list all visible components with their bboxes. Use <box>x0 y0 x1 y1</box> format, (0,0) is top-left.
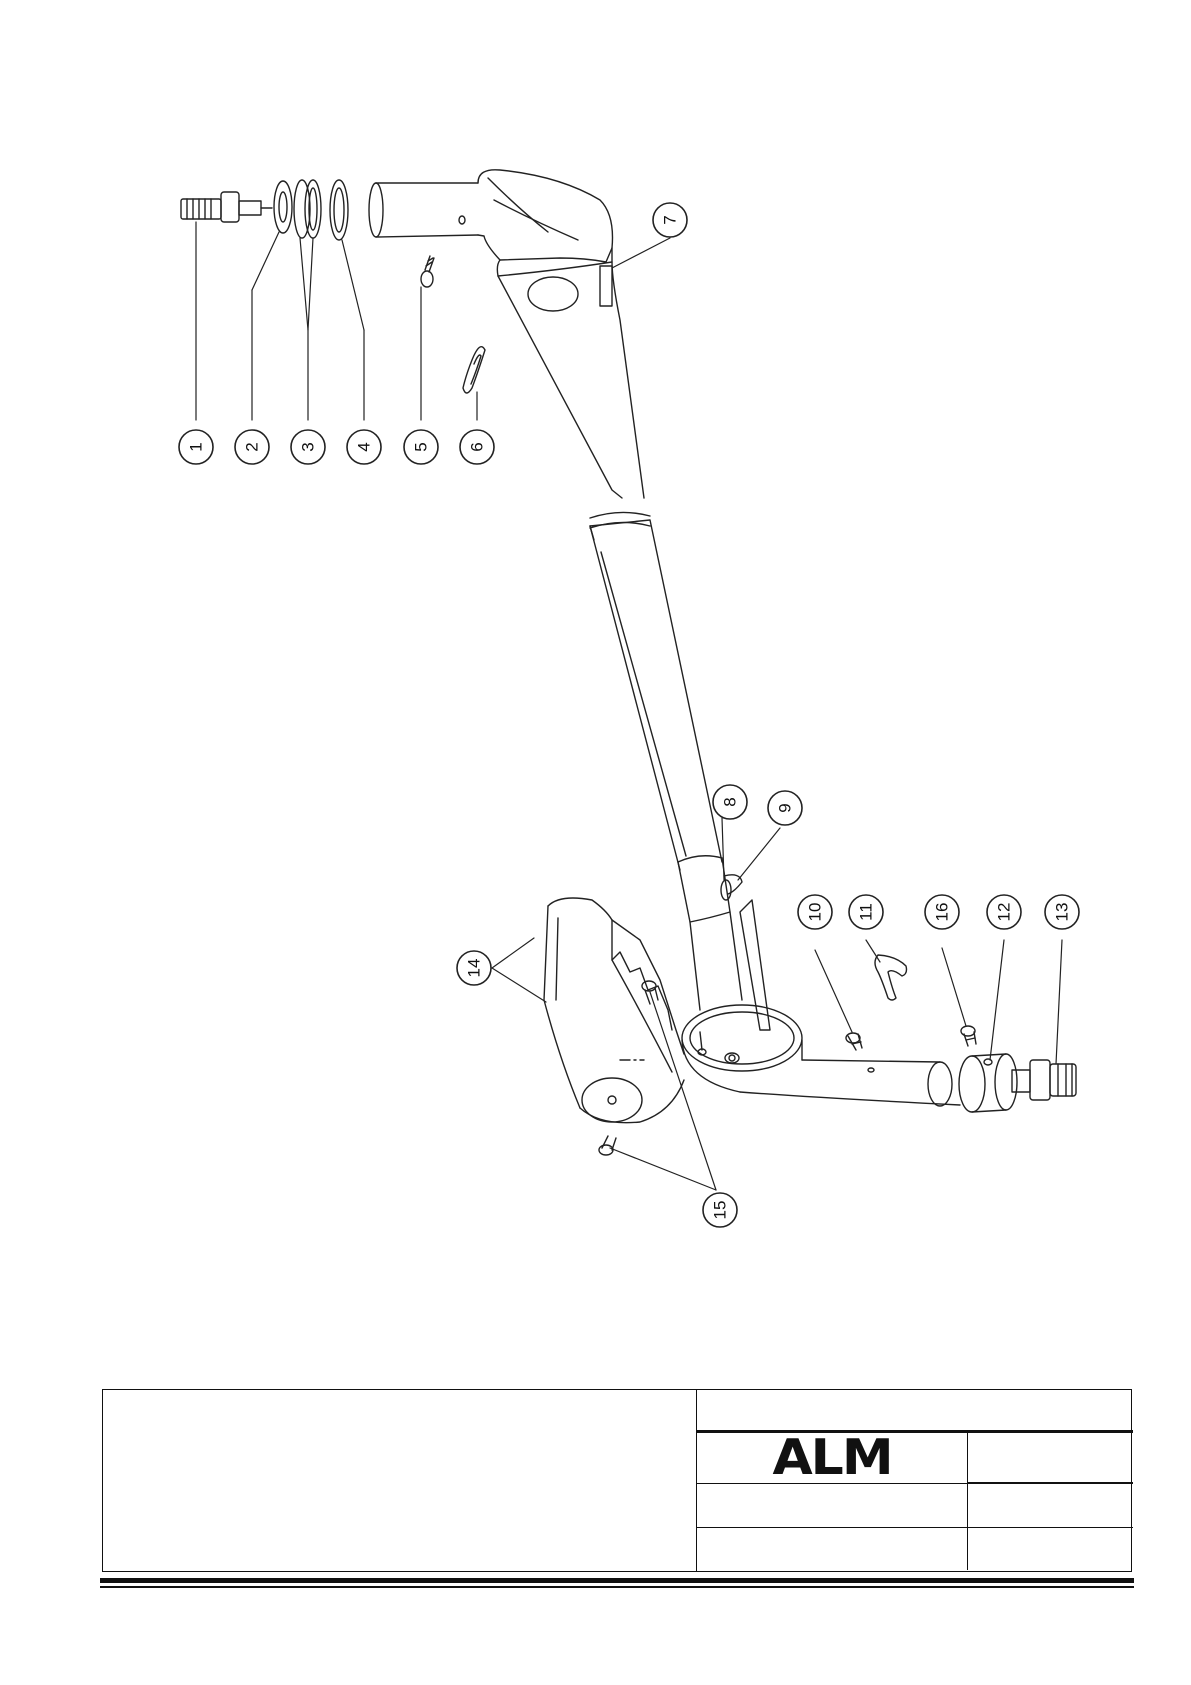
callout-5: 5 <box>412 442 431 451</box>
callout-13: 13 <box>1053 903 1072 922</box>
callout-8: 8 <box>721 797 740 806</box>
callout-16: 16 <box>933 903 952 922</box>
callout-12: 12 <box>995 903 1014 922</box>
footer-rule-thick <box>100 1578 1134 1583</box>
part-2-ring <box>274 181 292 233</box>
title-block-cell-row2-left <box>697 1483 967 1528</box>
part-5-screw <box>421 256 434 287</box>
callout-circles <box>179 203 1079 1227</box>
callout-2: 2 <box>243 442 262 451</box>
callout-6: 6 <box>468 442 487 451</box>
coupling-sleeve <box>678 856 770 1030</box>
title-block-cell-row3-right <box>967 1528 1133 1570</box>
title-block-description-area <box>103 1390 697 1571</box>
part-4-washer <box>330 180 348 240</box>
title-block-cell-row3-left <box>697 1528 967 1570</box>
callout-15: 15 <box>711 1201 730 1220</box>
callout-7: 7 <box>661 215 680 224</box>
callout-10: 10 <box>806 903 825 922</box>
callout-labels: 1 2 3 4 5 6 7 8 9 10 11 16 12 13 14 15 <box>187 215 1072 1219</box>
title-block-cell-row2-right <box>967 1483 1133 1528</box>
alm-logo-text: ALM <box>772 1433 891 1482</box>
title-block-cell-ref <box>967 1433 1133 1483</box>
part-6-loop <box>463 347 485 393</box>
part-14-cover <box>544 898 684 1123</box>
part-16-screw <box>961 1026 976 1046</box>
callout-11: 11 <box>857 903 876 921</box>
callout-9: 9 <box>776 803 795 812</box>
callout-4: 4 <box>355 442 374 451</box>
part-10-screw <box>846 1033 862 1050</box>
callout-3: 3 <box>299 442 318 451</box>
leader-lines <box>196 222 1062 1190</box>
callout-1: 1 <box>187 442 206 451</box>
shaft-tube <box>590 520 722 870</box>
part-15-screws <box>599 981 658 1155</box>
base-assembly <box>682 1005 960 1106</box>
exploded-parts-diagram: 1 2 3 4 5 6 7 8 9 10 11 16 12 13 14 15 <box>0 0 1191 1300</box>
footer-rule-thin <box>100 1586 1134 1588</box>
part-12-collar <box>959 1054 1017 1112</box>
part-13-connector <box>1012 1060 1076 1100</box>
title-block: ALM <box>102 1389 1132 1572</box>
callout-14: 14 <box>465 959 484 978</box>
part-3-rings <box>294 180 321 238</box>
title-block-header <box>697 1390 1133 1433</box>
part-1-connector <box>181 192 272 222</box>
alm-logo: ALM <box>697 1433 967 1483</box>
part-7-handle-housing <box>369 170 650 528</box>
